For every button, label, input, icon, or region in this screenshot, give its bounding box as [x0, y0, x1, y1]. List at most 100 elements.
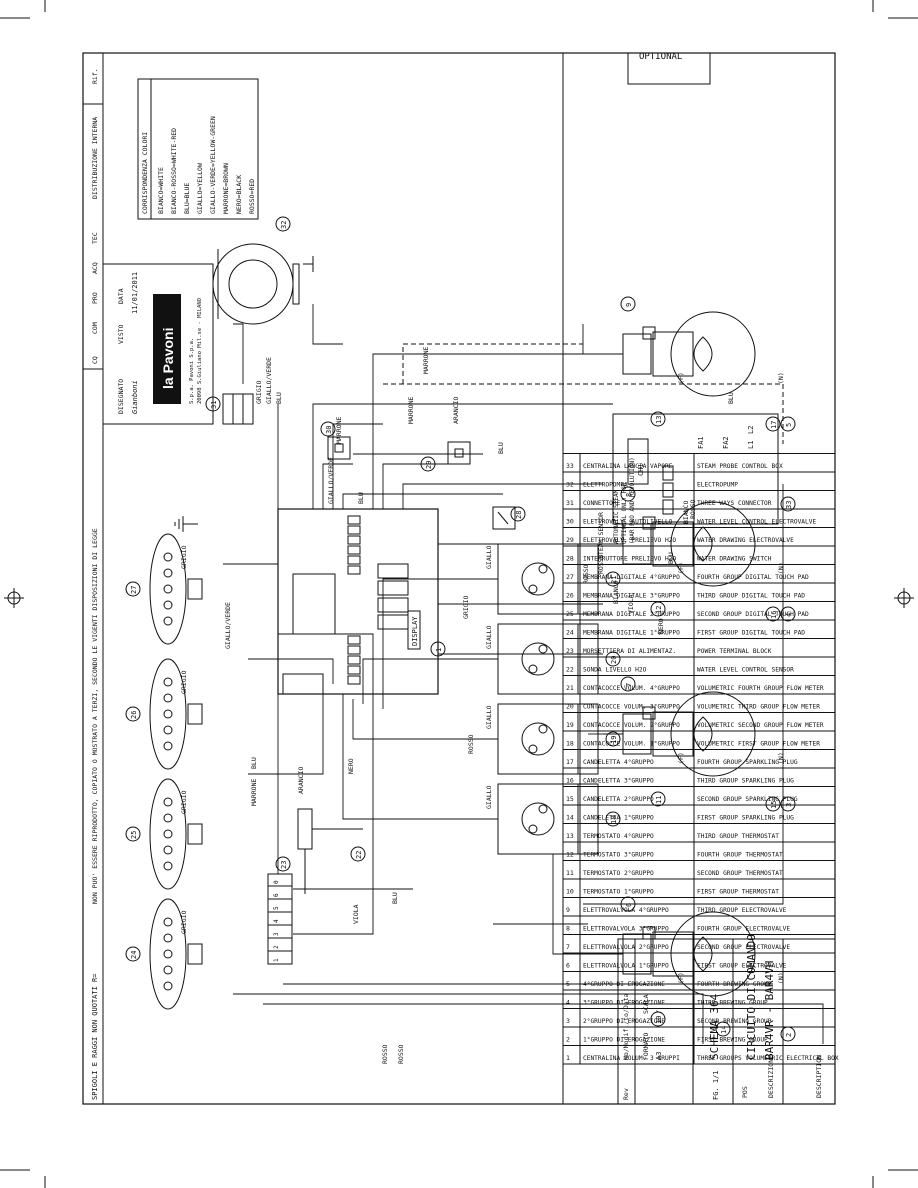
display-module [407, 610, 421, 650]
callout-16: 16 [770, 611, 778, 619]
brewing-group-4 [603, 311, 756, 397]
part-pos: 17 [566, 758, 574, 766]
part-description-en: WATER LEVEL CONTROL SENSOR [697, 667, 794, 674]
pos-header: POS [741, 1086, 749, 1098]
color-legend-item: GIALLO-VERDE=YELLOW-GREEN [209, 116, 217, 214]
part-description-it: TERMOSTATO 3°GRUPPO [583, 851, 654, 859]
part-description-en: FIRST GROUP DIGITAL TOUCH PAD [697, 630, 805, 637]
control-box-terminal-k [347, 515, 361, 525]
display-label: DISPLAY [411, 616, 419, 646]
part-description-it: CONNETTORE [583, 500, 621, 507]
wire-grigio-4: GRIGIO [180, 545, 188, 569]
part-pos: 7 [566, 943, 570, 951]
distribution-label: DISTRIBUZIONE INTERNA [91, 117, 99, 199]
brand-block: DISEGNATO Gianboni VISTO DATA 11/01/2011… [102, 263, 214, 425]
distribution-flag-pro: PRO [91, 292, 99, 304]
part-pos: 31 [566, 499, 574, 507]
callout-32: 32 [280, 221, 288, 229]
wire-blu-5: BLU [667, 552, 675, 564]
wire-arancio-1: ARANCIO [297, 767, 305, 794]
part-pos: 8 [566, 925, 570, 933]
brew-2-f: (F) [677, 752, 685, 764]
part-pos: 28 [566, 555, 574, 563]
color-legend-title: CORRISPONDENZA COLORI [141, 132, 149, 214]
wire-bianco-2: BIANCO [682, 500, 690, 524]
part-pos: 11 [566, 869, 574, 877]
wire-giallo-4: GIALLO [485, 545, 493, 569]
brew-3-n: (N) [777, 562, 785, 574]
part-description-en: ELECTROPUMP [697, 482, 738, 489]
registration-mark-left [4, 588, 24, 608]
color-legend-item: BLU=BLUE [183, 183, 191, 214]
format-label: FORMATO [642, 1033, 650, 1060]
part-pos: 15 [566, 795, 574, 803]
part-description-en: WATER DRAWING ELECTROVALVE [697, 537, 794, 544]
terminal-label-3: 3 [273, 932, 280, 936]
callout-20: 20 [610, 656, 618, 664]
color-legend-item: ROSSO=RED [248, 179, 256, 214]
part-description-it: 1°GRUPPO DI EROGAZIONE [583, 1036, 665, 1044]
part-pos: 30 [566, 518, 574, 526]
callout-22: 22 [355, 851, 363, 859]
part-pos: 9 [566, 906, 570, 914]
fa1-label: FA1 [697, 436, 705, 449]
registration-mark-right [894, 588, 914, 608]
part-description-it: ELETTROVALVOLA 1°GRUPPO [583, 962, 669, 970]
callout-19: 19 [610, 736, 618, 744]
copyright-note: NON PUO' ESSERE RIPRODOTTO, COPIATO O MO… [91, 528, 99, 904]
l2-label: L2 [747, 426, 755, 434]
wire-arancio-2: ARANCIO [452, 397, 460, 424]
model-title: BAR4VR - BAR4VH [763, 961, 776, 1060]
automatic-steam-label: AUTOMATIC STEAM [613, 489, 620, 544]
wire-blu-3: BLU [391, 892, 399, 904]
wire-grigio-5: GRIGIO [255, 380, 263, 404]
part-pos: 29 [566, 536, 574, 544]
part-description-en: FOURTH GROUP DIGITAL TOUCH PAD [697, 574, 809, 581]
control-box-transformer [292, 573, 336, 635]
part-description-en: POWER TERMINAL BLOCK [697, 648, 772, 655]
control-box-terminal-a [347, 675, 361, 685]
part-description-en: VOLUMETRIC FOURTH GROUP FLOW METER [697, 685, 824, 692]
wire-marrone-2: MARRONE [422, 347, 430, 374]
terminal-label-4: 4 [273, 919, 280, 923]
color-legend-item: GIALLO=YELLOW [196, 163, 204, 214]
wire-grigio-2: GRIGIO [180, 790, 188, 814]
brand-name: la Pavoni [160, 328, 176, 389]
callout-26: 26 [130, 711, 138, 719]
part-description-it: CANDELETTA 2°GRUPPO [583, 795, 654, 803]
color-legend-item: MARRONE=BROWN [222, 163, 230, 214]
part-description-it: MEMBRANA DIGITALE 3°GRUPPO [583, 592, 680, 600]
callout-11: 11 [655, 796, 663, 804]
part-description-en: SECOND BREWING GROUP [697, 1018, 772, 1025]
wire-giallo-2: GIALLO [485, 705, 493, 729]
wire-giallo-verde-2: GIALLO/VERDE [265, 357, 273, 404]
control-box-terminal-i [347, 535, 361, 545]
circuit-title: CIRCUITO DI COMANDO [745, 934, 758, 1060]
drawn-label: DISEGNATO [117, 379, 125, 414]
wire-blu-1: BLU [275, 392, 283, 404]
callout-6: 6 [625, 903, 633, 907]
part-description-it: TERMOSTATO 4°GRUPPO [583, 832, 654, 840]
drawn-by: Gianboni [131, 380, 139, 414]
part-pos: 20 [566, 703, 574, 711]
part-description-it: CENTRALINA LANCIA VAPORE [583, 463, 673, 470]
part-pos: 25 [566, 610, 574, 618]
part-description-en: FOURTH BREWING GROUP [697, 981, 772, 988]
company-line-2: 20098 S.Giuliano Mil.se - MILANO [197, 298, 203, 404]
control-box-terminal-h [347, 545, 361, 555]
wire-giallo-verde-3: GIALLO/VERDE [327, 457, 335, 504]
wires [223, 304, 824, 1044]
